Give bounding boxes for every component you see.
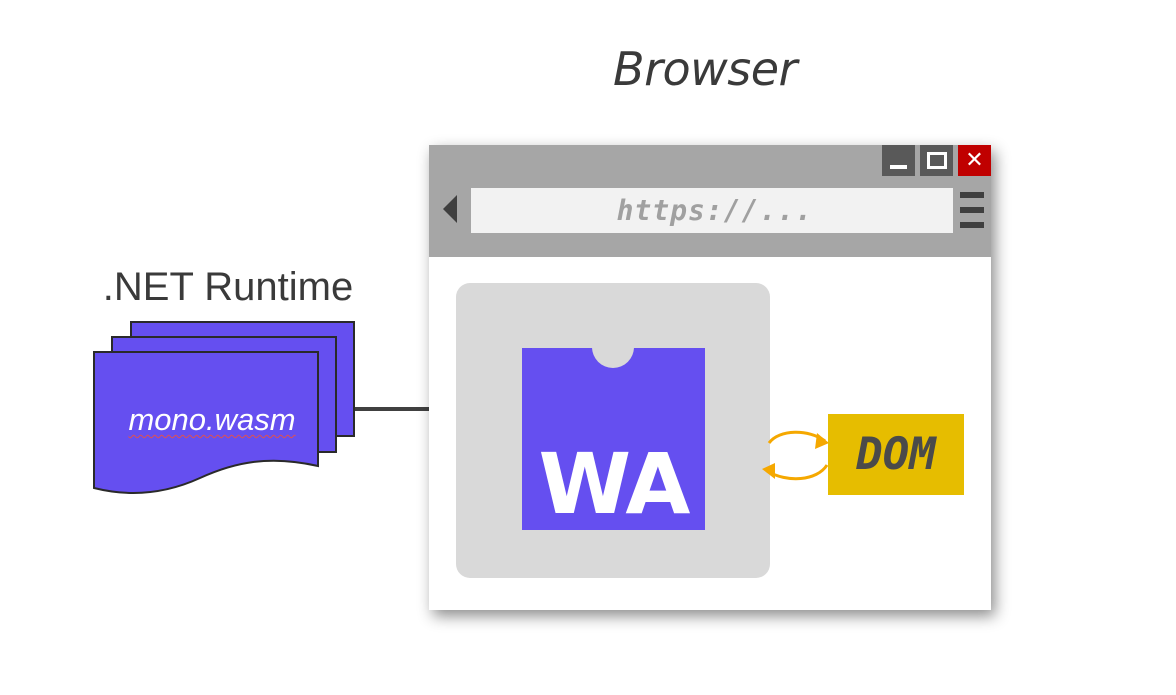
logo-notch <box>592 348 634 368</box>
menu-icon[interactable] <box>960 192 984 228</box>
browser-title: Browser <box>613 42 797 96</box>
close-icon[interactable]: ✕ <box>958 145 991 176</box>
browser-window: ✕ https://... WA DOM <box>429 145 991 610</box>
back-arrow-icon[interactable] <box>443 195 457 223</box>
webassembly-logo: WA <box>522 348 705 530</box>
runtime-file-stack <box>93 321 355 495</box>
arrow-to-wasm <box>766 464 829 481</box>
runtime-file-label: mono.wasm <box>128 402 296 437</box>
maximize-icon[interactable] <box>920 145 953 176</box>
arrow-to-wasm-head <box>762 463 775 479</box>
browser-chrome: ✕ https://... <box>429 145 991 257</box>
arrow-to-dom-head <box>815 433 829 449</box>
runtime-file-page-front <box>93 351 319 495</box>
interop-arrows <box>762 430 829 481</box>
address-bar[interactable]: https://... <box>471 188 953 233</box>
webassembly-logo-text: WA <box>538 435 691 530</box>
runtime-title: .NET Runtime <box>102 265 354 309</box>
dom-box: DOM <box>828 414 964 495</box>
minimize-icon[interactable] <box>882 145 915 176</box>
